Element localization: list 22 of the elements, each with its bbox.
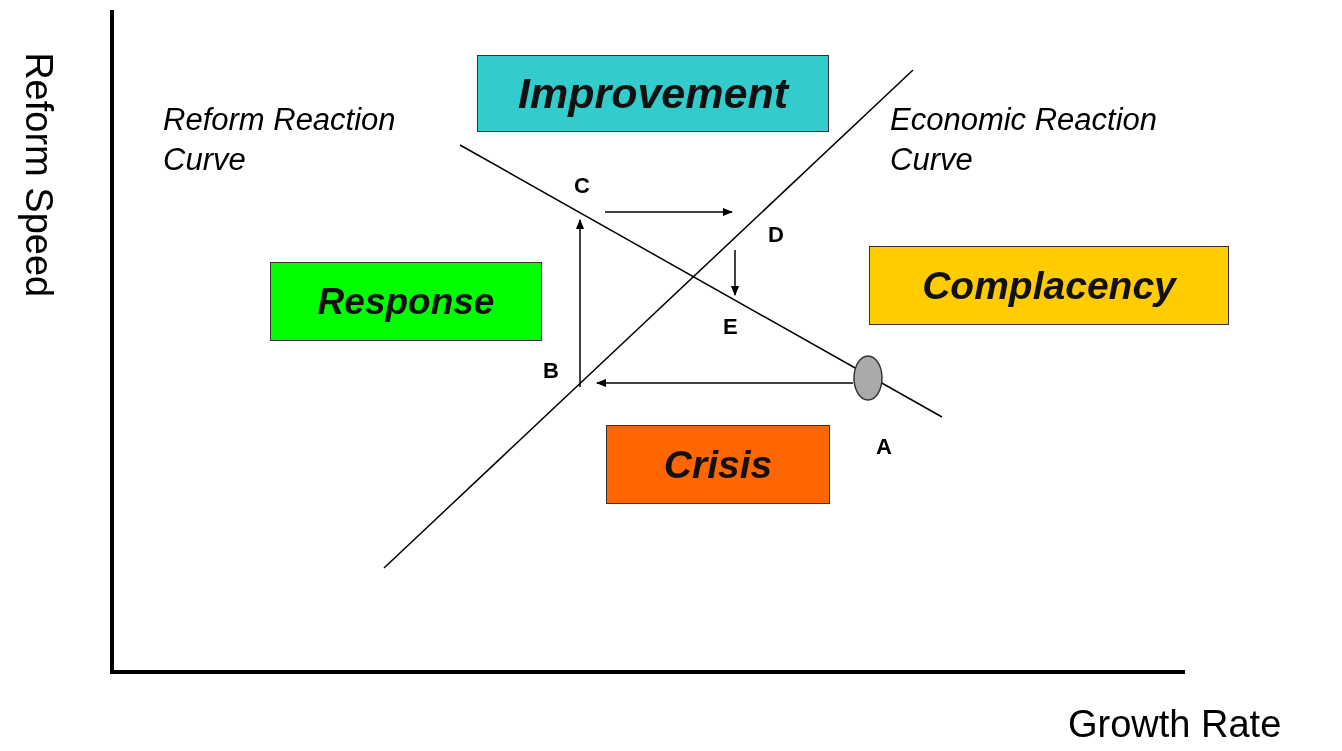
region-box: [606, 425, 830, 504]
region-label: Improvement: [518, 69, 788, 118]
axis-title: Growth Rate: [1068, 702, 1283, 747]
region-box: [477, 55, 829, 132]
region-label: Crisis: [663, 442, 773, 487]
curve-label: Economic Reaction Curve: [890, 101, 1159, 180]
point-label: E: [715, 295, 755, 340]
region-label: Complacency: [922, 263, 1176, 308]
point-label: B: [535, 357, 597, 387]
arrow: [730, 249, 740, 297]
region-box: [869, 246, 1229, 325]
curve-label: Reform Reaction Curve: [163, 101, 397, 180]
axis-title: Reform Speed: [16, 51, 61, 300]
ellipse-marker: [853, 355, 883, 401]
arrow: [575, 218, 585, 388]
arrow: [595, 378, 854, 388]
region-box: [270, 262, 542, 341]
region-label: Response: [317, 280, 495, 323]
point-label: C: [565, 172, 605, 220]
point-label: A: [876, 436, 892, 458]
point-label: D: [732, 210, 796, 250]
arrow: [604, 207, 734, 217]
